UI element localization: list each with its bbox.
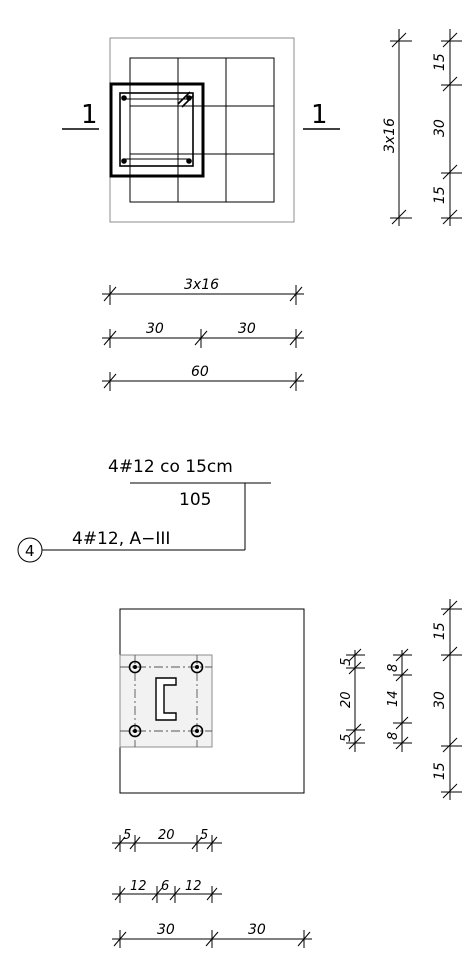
anchor-bolt bbox=[128, 660, 142, 674]
dim-a-middle: 20 bbox=[339, 691, 354, 708]
dim-a-top: 5 bbox=[339, 658, 354, 666]
dim-r1-a: 5 bbox=[123, 828, 131, 843]
bottom-dimensions: 5 20 5 12 6 12 30 30 bbox=[112, 828, 312, 948]
dim-bottom: 15 bbox=[432, 186, 448, 204]
dim-top: 15 bbox=[432, 53, 448, 71]
dim-overall: 3x16 bbox=[382, 118, 398, 153]
dim-row3: 60 bbox=[191, 364, 209, 380]
section-label-left: 1 bbox=[81, 100, 98, 130]
dim-row2-right: 30 bbox=[238, 321, 256, 337]
dim-r3-a: 30 bbox=[157, 922, 175, 938]
dim-middle: 30 bbox=[432, 119, 448, 137]
stirrup bbox=[119, 92, 194, 167]
dim-r1-b: 20 bbox=[158, 828, 175, 843]
dim-r2-a: 12 bbox=[130, 879, 147, 894]
bottom-right-dimensions-b: 8 14 8 bbox=[386, 648, 412, 752]
bar-mark-number: 4 bbox=[25, 542, 35, 560]
bottom-plan: 5 20 5 8 14 8 bbox=[112, 599, 462, 948]
dim-r3-b: 30 bbox=[248, 922, 266, 938]
bottom-right-dimensions-c: 15 30 15 bbox=[432, 599, 462, 800]
base-plate bbox=[119, 654, 213, 748]
dim-r2-c: 12 bbox=[185, 879, 202, 894]
rebar-dot bbox=[186, 95, 192, 101]
top-right-dimensions: 3x16 15 30 15 bbox=[382, 29, 462, 226]
dim-c-middle: 30 bbox=[432, 691, 448, 709]
anchor-bolt bbox=[190, 660, 204, 674]
dim-c-top: 15 bbox=[432, 622, 448, 640]
anchor-bolt bbox=[190, 724, 204, 738]
top-bottom-dimensions: 3x16 30 30 60 bbox=[102, 277, 304, 391]
section-mark-right: 1 bbox=[303, 100, 340, 130]
dim-a-bottom: 5 bbox=[339, 734, 354, 742]
section-label-right: 1 bbox=[311, 100, 328, 130]
channel-section bbox=[155, 677, 177, 721]
dim-row2-left: 30 bbox=[146, 321, 164, 337]
dim-row1: 3x16 bbox=[184, 277, 219, 293]
rebar-spec-label: 4#12, A−III bbox=[72, 529, 170, 549]
dim-r2-b: 6 bbox=[161, 879, 169, 894]
rebar-length-label: 105 bbox=[179, 490, 211, 510]
column bbox=[109, 82, 205, 178]
top-plan: 1 1 3x16 15 30 15 bbox=[62, 29, 462, 391]
dim-r1-c: 5 bbox=[200, 828, 208, 843]
section-mark-left: 1 bbox=[62, 100, 99, 130]
dim-b-middle: 14 bbox=[386, 690, 401, 707]
dim-c-bottom: 15 bbox=[432, 762, 448, 780]
rebar-dot bbox=[186, 158, 192, 164]
bottom-right-dimensions-a: 5 20 5 bbox=[339, 648, 365, 752]
rebar-dot bbox=[121, 95, 127, 101]
column-outline bbox=[109, 82, 205, 178]
anchor-bolts bbox=[128, 660, 204, 738]
dim-b-top: 8 bbox=[386, 664, 401, 672]
rebar-spacing-label: 4#12 co 15cm bbox=[108, 457, 233, 477]
dim-b-bottom: 8 bbox=[386, 732, 401, 740]
rebar-note: 4#12 co 15cm 105 4 4#12, A−III bbox=[17, 457, 271, 563]
anchor-bolt bbox=[128, 724, 142, 738]
slab-grid-outline bbox=[129, 57, 275, 203]
rebar-dot bbox=[121, 158, 127, 164]
